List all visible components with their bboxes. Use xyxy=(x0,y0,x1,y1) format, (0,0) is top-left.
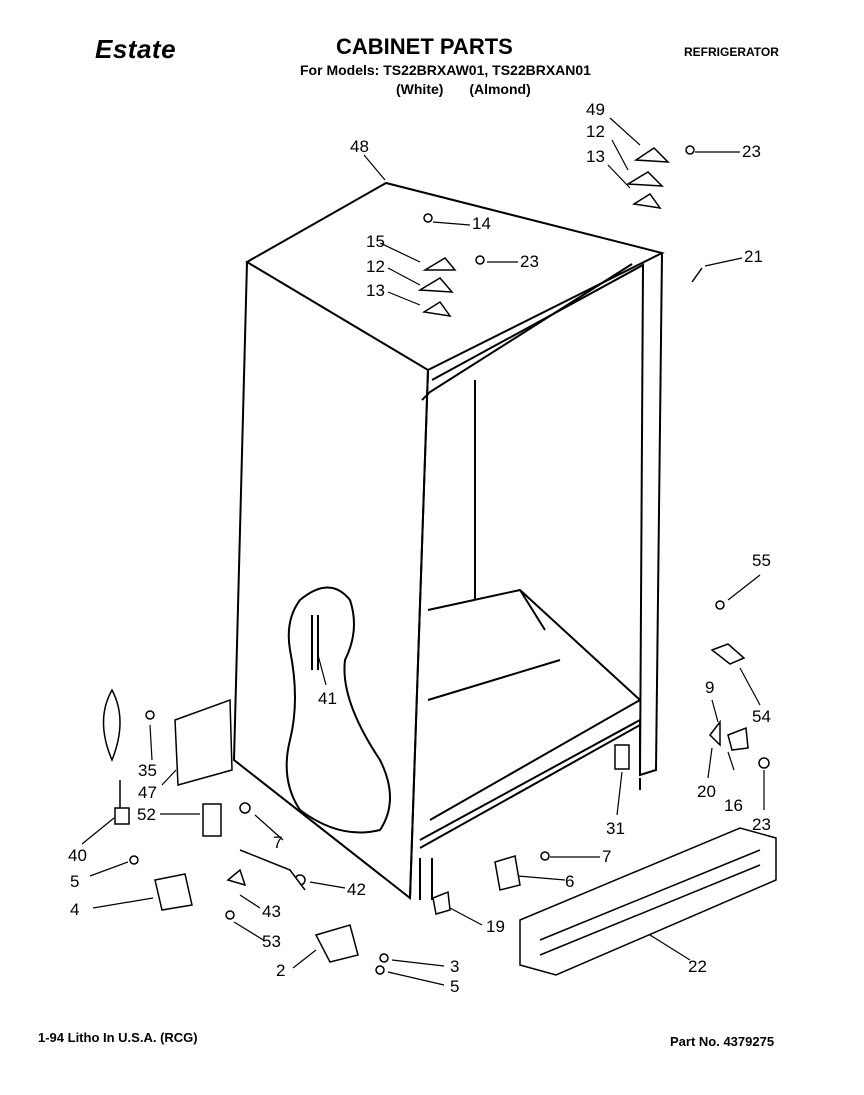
callout-label-31: 31 xyxy=(606,819,625,838)
part-number: Part No. 4379275 xyxy=(670,1034,775,1049)
callout-label-16: 16 xyxy=(724,796,743,815)
callout-label-19: 19 xyxy=(486,917,505,936)
brand-logo: Estate xyxy=(95,34,177,64)
callout-label-35: 35 xyxy=(138,761,157,780)
callout-label-41: 41 xyxy=(318,689,337,708)
print-note: 1-94 Litho In U.S.A. (RCG) xyxy=(38,1030,198,1045)
callout-label-12: 12 xyxy=(366,257,385,276)
callout-label-14: 14 xyxy=(472,214,491,233)
callout-label-52: 52 xyxy=(137,805,156,824)
callout-label-13: 13 xyxy=(586,147,605,166)
callout-label-23: 23 xyxy=(742,142,761,161)
callout-label-12: 12 xyxy=(586,122,605,141)
callout-label-5: 5 xyxy=(450,977,459,996)
callout-label-7: 7 xyxy=(273,833,282,852)
callout-label-20: 20 xyxy=(697,782,716,801)
callout-label-13: 13 xyxy=(366,281,385,300)
callout-label-6: 6 xyxy=(565,872,574,891)
product-type: REFRIGERATOR xyxy=(684,45,779,59)
callout-label-5: 5 xyxy=(70,872,79,891)
callout-label-23: 23 xyxy=(520,252,539,271)
callout-label-42: 42 xyxy=(347,880,366,899)
callout-label-47: 47 xyxy=(138,783,157,802)
callout-label-43: 43 xyxy=(262,902,281,921)
callout-label-48: 48 xyxy=(350,137,369,156)
callout-label-9: 9 xyxy=(705,678,714,697)
callout-label-54: 54 xyxy=(752,707,771,726)
callout-label-55: 55 xyxy=(752,551,771,570)
callout-label-53: 53 xyxy=(262,932,281,951)
cabinet-body xyxy=(232,181,665,901)
callout-label-4: 4 xyxy=(70,900,79,919)
models-line: For Models: TS22BRXAW01, TS22BRXAN01 xyxy=(300,62,591,78)
callout-label-7: 7 xyxy=(602,847,611,866)
callout-label-49: 49 xyxy=(586,100,605,119)
leader-lines xyxy=(81,117,765,986)
hardware-parts xyxy=(102,145,777,976)
callout-label-21: 21 xyxy=(744,247,763,266)
callout-label-40: 40 xyxy=(68,846,87,865)
callout-label-3: 3 xyxy=(450,957,459,976)
callout-label-2: 2 xyxy=(276,961,285,980)
page-title: CABINET PARTS xyxy=(336,34,513,59)
callout-label-22: 22 xyxy=(688,957,707,976)
callout-label-23: 23 xyxy=(752,815,771,834)
callout-label-15: 15 xyxy=(366,232,385,251)
variants-line: (White) (Almond) xyxy=(396,81,531,97)
